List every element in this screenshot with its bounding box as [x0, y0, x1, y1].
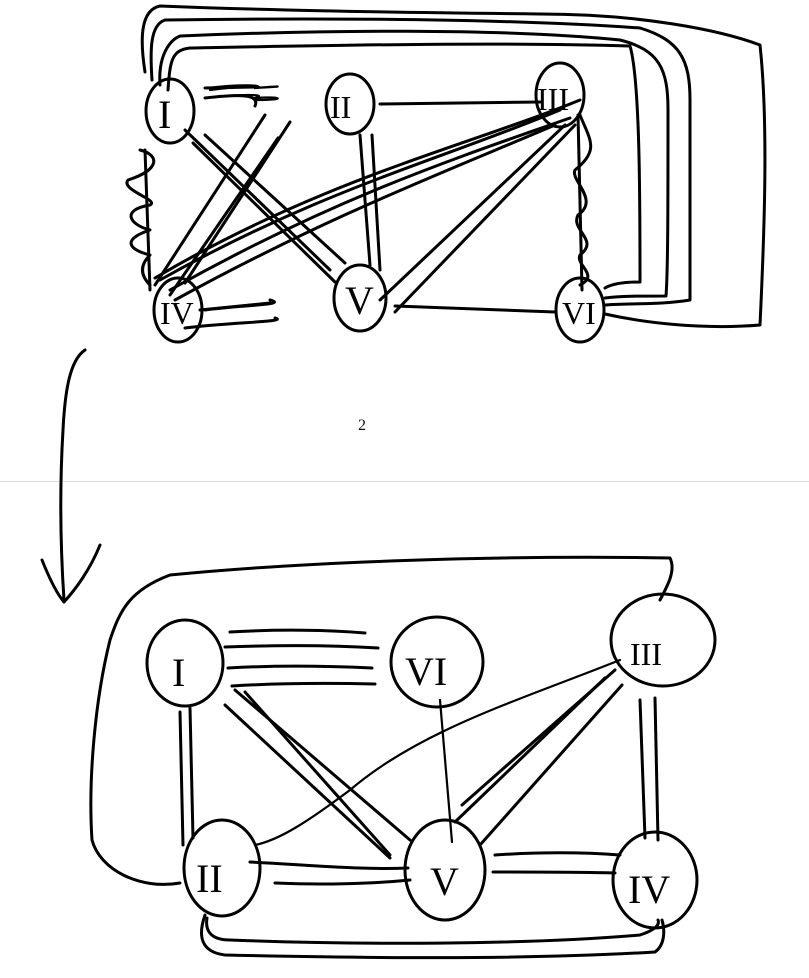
node-V: V [332, 263, 388, 333]
edge-III-V-3 [453, 676, 607, 824]
edge-I-VI-3 [226, 664, 374, 670]
node-label: V [430, 859, 459, 904]
edge-I-VI-2 [223, 644, 380, 650]
edge-I-III-outer [89, 555, 674, 886]
edge-I-V-1 [183, 128, 332, 272]
bottom-graph: I VI III II V IV [89, 555, 717, 960]
edge-III-II [253, 658, 622, 847]
edge-I-II-line1 [203, 85, 257, 90]
edge-II-IV-2 [200, 913, 666, 960]
edge-III-IV-1 [638, 698, 647, 840]
edge-III-VI-line [576, 113, 584, 292]
node-label: I [172, 650, 185, 695]
node-label: II [330, 89, 351, 125]
edge-I-VI-2 [149, 17, 692, 307]
edge-IV-V-1b [198, 301, 272, 312]
edge-V-VI [393, 304, 557, 314]
node-label: IV [160, 295, 194, 331]
edge-I-II-1 [178, 710, 185, 847]
edge-III-V-2 [478, 683, 624, 847]
node-label: III [537, 81, 569, 117]
edge-I-V-2 [203, 133, 347, 265]
edge-V-IV-2 [491, 870, 617, 875]
edge-II-IV-1 [153, 113, 267, 287]
node-III: III [534, 61, 586, 129]
down-arrow-icon [40, 348, 102, 604]
edge-II-V-1 [248, 860, 410, 870]
edge-I-II-2 [188, 706, 195, 840]
node-II: II [182, 818, 262, 918]
edge-V-IV-1 [493, 851, 622, 857]
edge-II-IV-1 [205, 916, 660, 945]
node-III: III [609, 592, 717, 688]
node-label: IV [628, 867, 670, 912]
node-IV: IV [152, 276, 204, 344]
page-divider [0, 481, 809, 482]
edge-VI-V [438, 698, 454, 844]
edge-I-VI-1 [140, 4, 767, 329]
page-top [0, 0, 809, 481]
edge-II-IV-2 [168, 136, 280, 297]
edge-II-III [378, 100, 542, 106]
node-label: VI [562, 295, 596, 331]
node-label: VI [405, 649, 447, 694]
edge-II-V-2 [273, 878, 412, 886]
edge-I-VI-3 [158, 29, 670, 300]
page-number: 2 [358, 417, 366, 434]
edge-I-VI-1 [228, 628, 367, 635]
edge-I-VI-4 [230, 681, 377, 688]
node-IV: IV [611, 830, 699, 930]
node-I: I [145, 618, 225, 708]
node-label: V [345, 278, 374, 323]
node-V: V [403, 818, 487, 922]
node-label: I [158, 92, 171, 137]
edge-I-IV-line [143, 148, 152, 292]
edge-II-V-1 [358, 133, 372, 267]
edge-I-V-2 [223, 703, 392, 860]
top-graph: I II III IV V VI [125, 4, 767, 344]
edge-III-IV-2 [168, 116, 572, 292]
node-I: I [144, 77, 196, 145]
node-label: III [630, 636, 662, 672]
edge-I-V-3 [233, 688, 412, 842]
node-VI: VI [389, 615, 485, 709]
edge-III-IV-3 [173, 123, 557, 302]
edge-I-V-3 [191, 141, 337, 284]
node-VI: VI [554, 276, 606, 344]
edge-I-VI-4 [166, 42, 642, 290]
node-II: II [324, 72, 376, 136]
node-label: II [196, 856, 223, 901]
edge-III-IV-4 [153, 98, 582, 280]
edge-III-IV-1 [158, 108, 562, 282]
edge-III-IV-2 [653, 696, 660, 842]
edge-III-V-2 [393, 123, 577, 314]
edge-I-II-line2 [203, 94, 258, 108]
edge-III-V-1 [378, 123, 567, 302]
